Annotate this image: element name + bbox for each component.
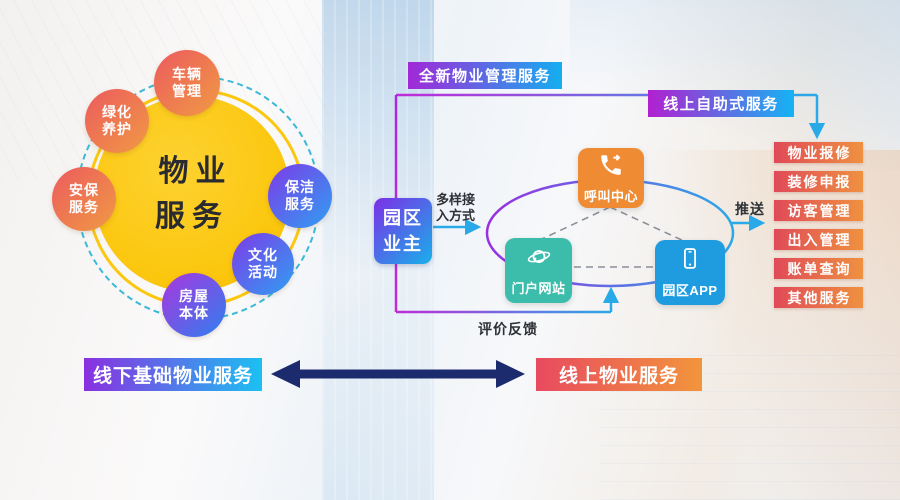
service-item-billing: 账单查询 (774, 258, 863, 279)
satellite-security-service: 安保服务 (52, 167, 116, 231)
service-item-repair: 物业报修 (774, 142, 863, 163)
planet-icon (526, 244, 552, 275)
header-new-property-service: 全新物业管理服务 (408, 62, 562, 89)
phone-forward-icon (598, 152, 624, 183)
satellite-vehicle-management: 车辆管理 (154, 50, 220, 116)
satellite-building-body: 房屋本体 (162, 273, 226, 337)
dashed-link-call-app (609, 206, 685, 242)
service-item-visitor: 访客管理 (774, 200, 863, 221)
satellite-cultural-activities: 文化活动 (232, 233, 294, 295)
feedback-label: 评价反馈 (478, 321, 538, 337)
park-owner-box: 园区业主 (374, 198, 432, 264)
online-services-list: 物业报修 装修申报 访客管理 出入管理 账单查询 其他服务 (774, 142, 863, 308)
service-item-access: 出入管理 (774, 229, 863, 250)
header-online-self-service: 线上自助式服务 (648, 90, 794, 117)
service-item-other: 其他服务 (774, 287, 863, 308)
park-app-label: 园区APP (662, 283, 718, 298)
call-center-label: 呼叫中心 (583, 188, 638, 204)
park-app-node: 园区APP (655, 240, 725, 305)
smartphone-icon (677, 246, 703, 277)
satellite-greening-maintenance: 绿化养护 (85, 89, 149, 153)
access-methods-label: 多样接入方式 (436, 192, 476, 224)
call-center-node: 呼叫中心 (578, 148, 644, 208)
property-service-title: 物业 服务 (155, 155, 233, 233)
dashed-link-call-portal (541, 206, 611, 240)
offline-basic-services-label: 线下基础物业服务 (84, 358, 262, 391)
satellite-cleaning-service: 保洁服务 (268, 164, 332, 228)
offline-online-double-arrow (271, 360, 525, 388)
push-label: 推送 (735, 201, 765, 217)
portal-website-node: 门户网站 (505, 238, 572, 303)
portal-website-label: 门户网站 (511, 281, 566, 296)
online-services-label: 线上物业服务 (536, 358, 702, 391)
service-item-decoration: 装修申报 (774, 171, 863, 192)
